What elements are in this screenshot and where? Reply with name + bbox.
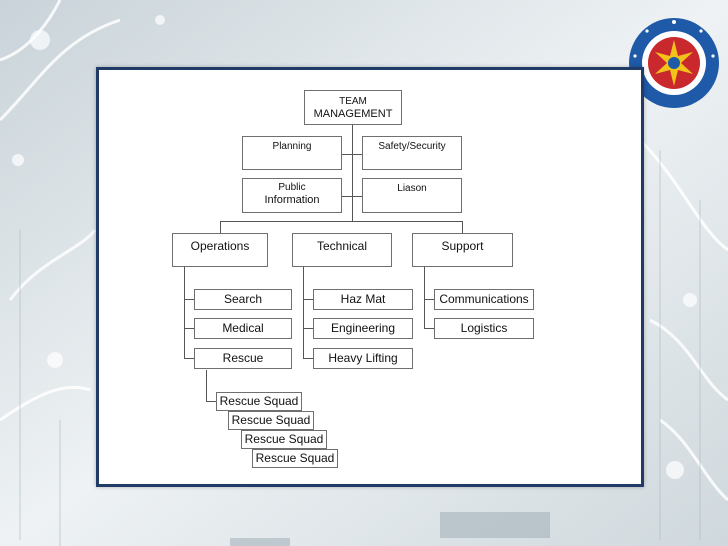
liaison-label: Liason: [397, 183, 427, 194]
slide-content-frame: [96, 67, 644, 487]
team-management-box: TEAM MANAGEMENT: [304, 90, 402, 125]
public-information-box: Public Information: [242, 178, 342, 213]
medical-label: Medical: [222, 320, 264, 335]
management-label: MANAGEMENT: [313, 107, 393, 120]
haz-mat-unit-box: Haz Mat: [313, 289, 413, 310]
logistics-unit-box: Logistics: [434, 318, 534, 339]
planning-label: Planning: [272, 141, 312, 152]
engineering-unit-box: Engineering: [313, 318, 413, 339]
rescue-unit-box: Rescue: [194, 348, 292, 369]
university-seal-logo: [629, 18, 719, 108]
search-unit-box: Search: [194, 289, 292, 310]
communications-label: Communications: [439, 291, 529, 306]
safety-security-label: Safety/Security: [378, 141, 446, 152]
rescue-squad-label: Rescue Squad: [219, 393, 299, 408]
heavy-lifting-unit-box: Heavy Lifting: [313, 348, 413, 369]
technical-box: Technical: [292, 233, 392, 267]
rescue-squad-label: Rescue Squad: [244, 431, 324, 446]
safety-security-box: Safety/Security: [362, 136, 462, 170]
logistics-label: Logistics: [460, 320, 508, 335]
support-label: Support: [441, 239, 484, 253]
rescue-squad-label: Rescue Squad: [255, 450, 335, 465]
planning-box: Planning: [242, 136, 342, 170]
heavy-lifting-label: Heavy Lifting: [328, 350, 398, 365]
team-label: TEAM: [339, 96, 367, 107]
medical-unit-box: Medical: [194, 318, 292, 339]
rescue-squad-box: Rescue Squad: [228, 411, 314, 430]
communications-unit-box: Communications: [434, 289, 534, 310]
rescue-squad-label: Rescue Squad: [231, 412, 311, 427]
search-label: Search: [223, 291, 263, 306]
information-label: Information: [264, 193, 320, 206]
engineering-label: Engineering: [330, 320, 396, 335]
operations-label: Operations: [190, 239, 250, 253]
rescue-squad-box: Rescue Squad: [241, 430, 327, 449]
public-label: Public: [278, 182, 306, 193]
rescue-squad-box: Rescue Squad: [216, 392, 302, 411]
liaison-box: Liason: [362, 178, 462, 213]
support-box: Support: [412, 233, 513, 267]
operations-box: Operations: [172, 233, 268, 267]
haz-mat-label: Haz Mat: [340, 291, 386, 306]
rescue-squad-box: Rescue Squad: [252, 449, 338, 468]
technical-label: Technical: [316, 239, 368, 253]
rescue-label: Rescue: [222, 350, 264, 365]
